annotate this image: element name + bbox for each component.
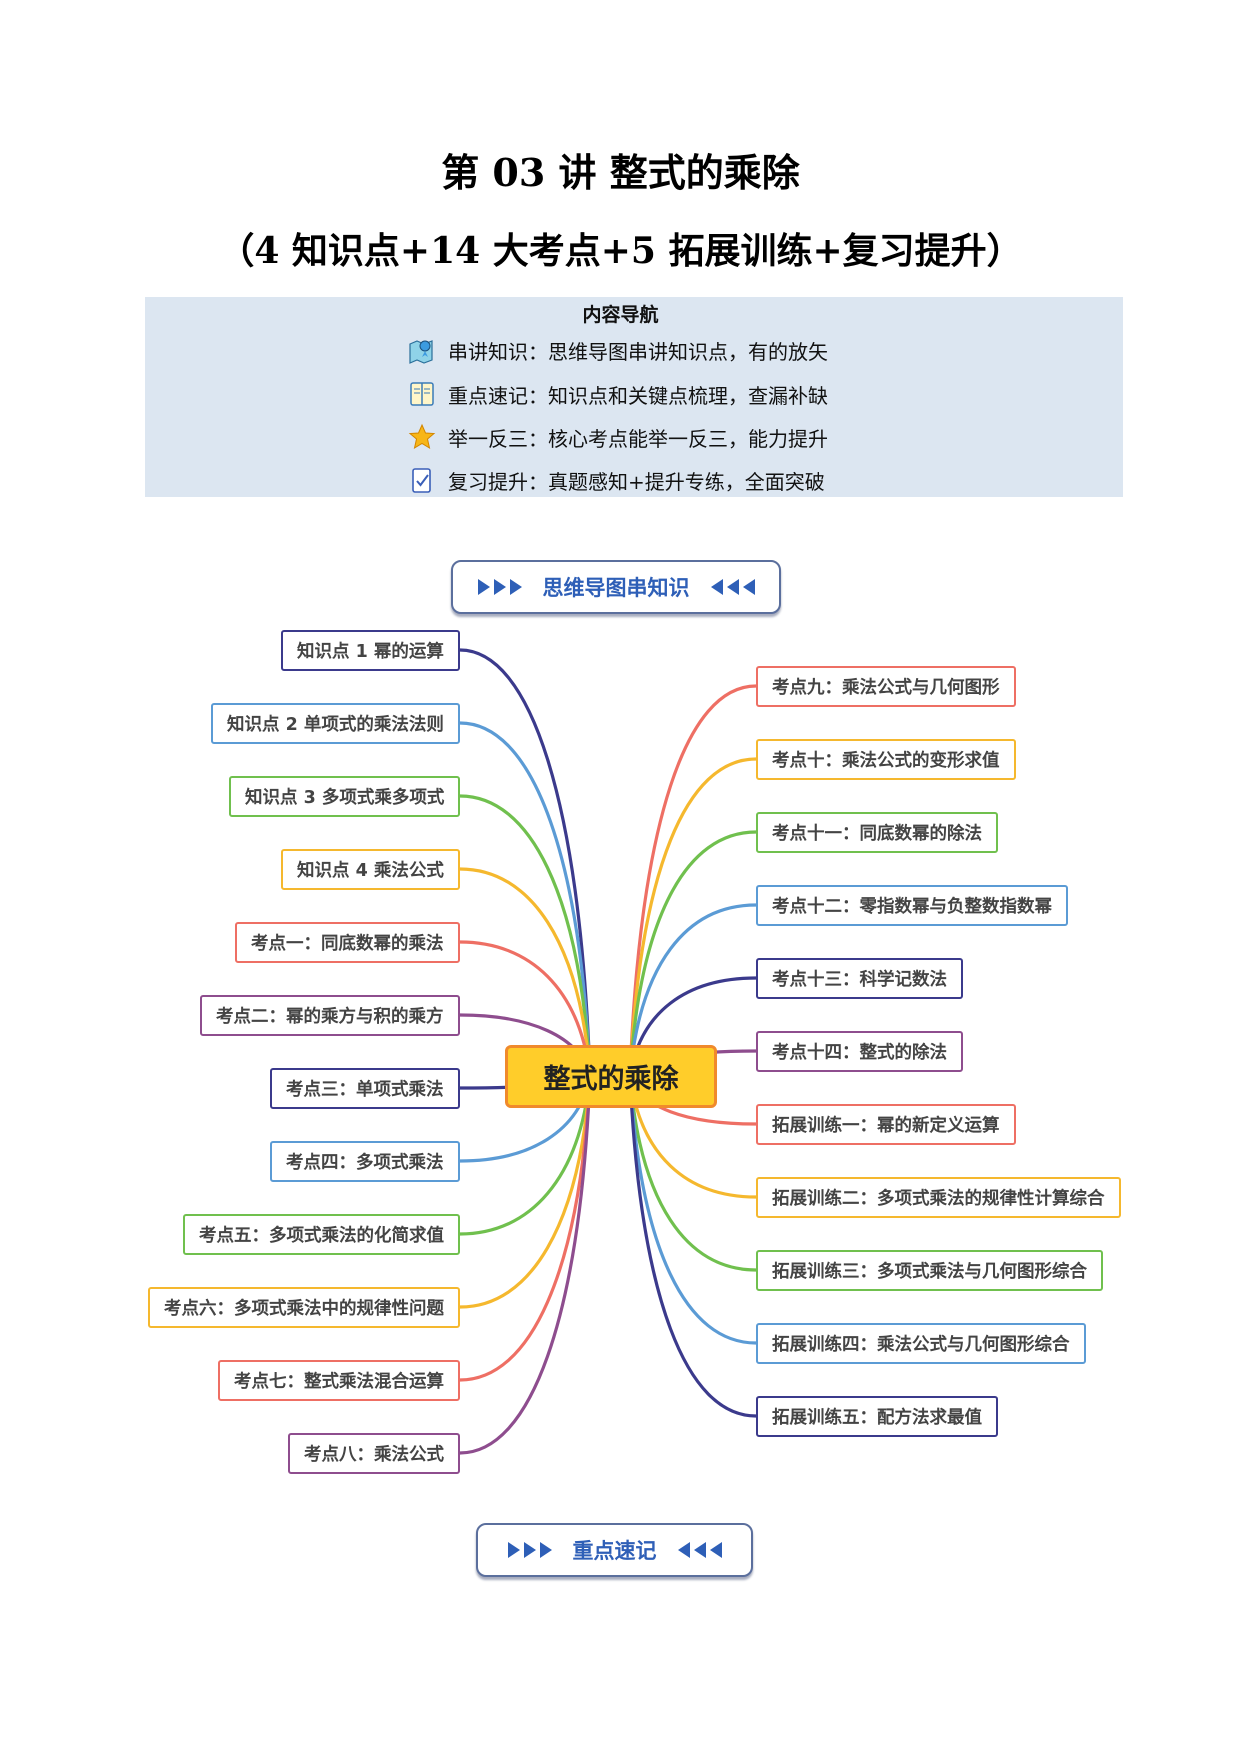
mindmap-right-node[interactable]: 考点十：乘法公式的变形求值	[756, 739, 1016, 780]
mindmap-left-node[interactable]: 考点七：整式乘法混合运算	[218, 1360, 460, 1401]
right-connector-line	[628, 1074, 758, 1272]
right-connector-line	[628, 830, 758, 1078]
content-nav-heading: 内容导航	[582, 304, 659, 326]
nav-row-text: 重点速记：知识点和关键点梳理，查漏补缺	[448, 383, 828, 408]
left-connector-line	[458, 721, 592, 1078]
mindmap-right-node[interactable]: 考点十一：同底数幂的除法	[756, 812, 998, 853]
left-connector-line	[458, 1074, 592, 1455]
mindmap-left-node[interactable]: 考点四：多项式乘法	[270, 1141, 460, 1182]
mindmap-left-node[interactable]: 知识点 2 单项式的乘法法则	[211, 703, 460, 744]
nav-row-keypoints: 重点速记：知识点和关键点梳理，查漏补缺	[408, 379, 828, 409]
banner-text: 重点速记	[572, 1539, 657, 1563]
mindmap-right-node[interactable]: 考点十二：零指数幂与负整数指数幂	[756, 885, 1068, 926]
mindmap-right-node[interactable]: 拓展训练三：多项式乘法与几何图形综合	[756, 1250, 1103, 1291]
mindmap-section-banner: 思维导图串知识	[451, 560, 781, 614]
mindmap-left-node[interactable]: 考点三：单项式乘法	[270, 1068, 460, 1109]
mindmap-left-node[interactable]: 考点二：幂的乘方与积的乘方	[200, 995, 460, 1036]
keypoints-section-banner: 重点速记	[476, 1523, 753, 1577]
left-connector-line	[458, 1074, 592, 1382]
nav-row-text: 复习提升：真题感知+提升专练，全面突破	[448, 469, 825, 494]
mindmap-right-node[interactable]: 拓展训练二：多项式乘法的规律性计算综合	[756, 1177, 1121, 1218]
left-connector-line	[458, 794, 592, 1078]
mindmap-center-node[interactable]: 整式的乘除	[505, 1045, 717, 1108]
page-title: 第 03 讲 整式的乘除	[441, 150, 800, 195]
banner-text: 思维导图串知识	[542, 576, 690, 600]
right-connector-line	[628, 1074, 758, 1418]
mindmap-right-node[interactable]: 拓展训练四：乘法公式与几何图形综合	[756, 1323, 1086, 1364]
nav-row-text: 举一反三：核心考点能举一反三，能力提升	[448, 426, 828, 451]
mindmap-left-node[interactable]: 考点一：同底数幂的乘法	[235, 922, 460, 963]
left-arrows-icon	[710, 578, 756, 596]
right-connector-line	[628, 903, 758, 1078]
map-pin-icon	[409, 340, 433, 364]
mindmap-right-node[interactable]: 拓展训练一：幂的新定义运算	[756, 1104, 1016, 1145]
mindmap-right-node[interactable]: 考点十四：整式的除法	[756, 1031, 963, 1072]
left-arrows-icon	[677, 1541, 723, 1559]
right-connector-line	[628, 757, 758, 1078]
mindmap-right-node[interactable]: 考点九：乘法公式与几何图形	[756, 666, 1016, 707]
checklist-icon	[412, 468, 431, 493]
nav-row-text: 串讲知识：思维导图串讲知识点，有的放矢	[448, 339, 828, 364]
mindmap-left-node[interactable]: 考点八：乘法公式	[288, 1433, 460, 1474]
right-connector-line	[628, 1074, 758, 1345]
left-connector-line	[458, 648, 592, 1078]
left-connector-line	[458, 1074, 592, 1309]
left-connector-line	[458, 1074, 592, 1236]
right-arrows-icon	[477, 578, 523, 596]
mindmap-left-node[interactable]: 考点六：多项式乘法中的规律性问题	[148, 1287, 460, 1328]
nav-row-practice: 举一反三：核心考点能举一反三，能力提升	[408, 422, 828, 452]
content-nav-panel	[145, 297, 1123, 497]
mindmap-left-node[interactable]: 知识点 3 多项式乘多项式	[229, 776, 461, 817]
left-connector-line	[458, 867, 592, 1078]
book-icon	[410, 382, 434, 406]
mindmap-right-node[interactable]: 拓展训练五：配方法求最值	[756, 1396, 998, 1437]
nav-row-knowledge: 串讲知识：思维导图串讲知识点，有的放矢	[408, 335, 828, 365]
page-subtitle: （4 知识点+14 大考点+5 拓展训练+复习提升）	[218, 230, 1023, 272]
mindmap-left-node[interactable]: 知识点 1 幂的运算	[281, 630, 460, 671]
nav-row-review: 复习提升：真题感知+提升专练，全面突破	[408, 465, 825, 495]
right-connector-line	[628, 684, 758, 1078]
mindmap-right-node[interactable]: 考点十三：科学记数法	[756, 958, 963, 999]
mindmap-left-node[interactable]: 考点五：多项式乘法的化简求值	[183, 1214, 460, 1255]
right-arrows-icon	[507, 1541, 553, 1559]
mindmap-left-node[interactable]: 知识点 4 乘法公式	[281, 849, 460, 890]
star-icon	[408, 423, 436, 450]
